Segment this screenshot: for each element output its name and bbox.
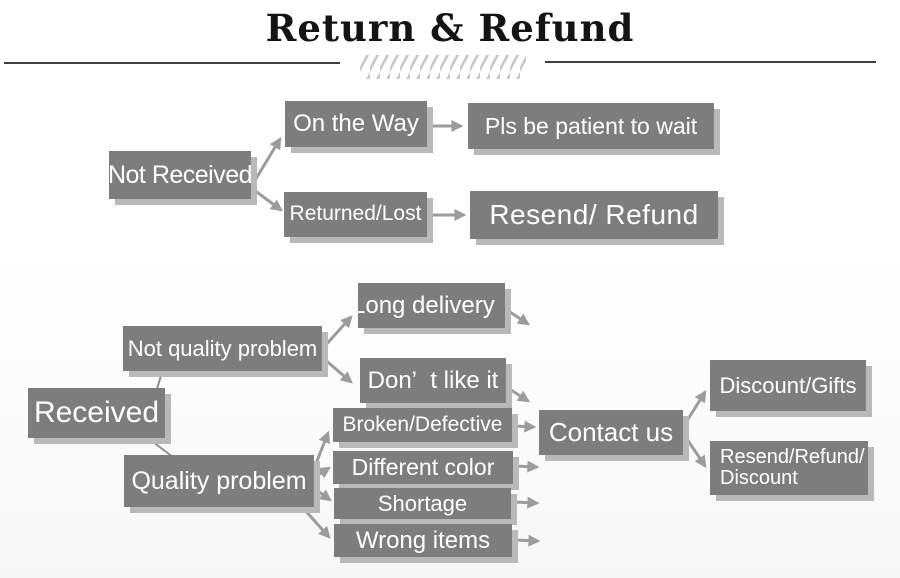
node-broken-defective: Broken/Defective (333, 408, 512, 442)
node-not-quality-problem: Not quality problem (123, 326, 322, 371)
arrow-quality-to-broken (313, 430, 331, 467)
arrow-broken-to-contact-us (513, 420, 537, 433)
node-dont-like-it: Don’ t like it (360, 358, 506, 403)
node-label: Wrong items (355, 526, 491, 554)
arrow-shortage-out (512, 496, 540, 509)
arrow-quality-to-shortage (314, 487, 332, 502)
arrow-different-color-out (514, 460, 540, 473)
node-returned-lost: Returned/Lost (284, 192, 427, 237)
node-label: Different color (351, 454, 495, 481)
line-received-to-not-quality-problem (156, 371, 163, 390)
node-discount-gifts: Discount/Gifts (710, 360, 866, 411)
node-label: Not Received (109, 160, 251, 189)
node-on-the-way: On the Way (285, 101, 427, 147)
hatch-decoration (360, 55, 526, 79)
arrow-wrong-items-out (513, 534, 541, 547)
arrow-contact-to-discount-gifts (683, 389, 707, 425)
node-label: Discount/Gifts (719, 372, 857, 398)
node-wrong-items: Wrong items (334, 524, 512, 557)
node-resend-refund: Resend/ Refund (470, 191, 718, 239)
arrow-long-delivery-out (506, 308, 530, 326)
node-label: Long delivery (358, 291, 495, 319)
node-different-color: Different color (333, 451, 513, 484)
arrow-dont-like-to-contact-us (507, 386, 531, 403)
node-label: Pls be patient to wait (484, 112, 698, 139)
arrow-not-quality-to-dont-like (322, 356, 353, 384)
node-received: Received (28, 388, 165, 438)
node-label: Don’ t like it (367, 366, 499, 394)
node-label: Returned/Lost (289, 202, 422, 226)
node-contact-us: Contact us (539, 410, 683, 455)
arrow-contact-to-resend-discount (683, 435, 707, 468)
page-title: Return & Refund (265, 6, 635, 50)
node-label: Not quality problem (127, 335, 318, 361)
node-not-received: Not Received (109, 151, 251, 199)
node-pls-be-patient: Pls be patient to wait (468, 103, 714, 149)
node-label: Broken/Defective (342, 412, 503, 436)
node-label: Quality problem (131, 466, 307, 495)
arrow-not-received-to-on-the-way (252, 136, 282, 183)
title-rule-right (545, 61, 876, 63)
arrow-quality-to-different-color (314, 466, 332, 479)
node-long-delivery: Long delivery (358, 283, 505, 328)
node-label: Contact us (548, 416, 674, 447)
title-rule-left (4, 62, 340, 64)
node-resend-refund-discount: Resend/Refund/ Discount (710, 441, 868, 495)
node-label: On the Way (293, 110, 419, 138)
node-label: Resend/Refund/ Discount (720, 446, 865, 489)
arrow-not-received-to-returned-lost (253, 188, 283, 212)
node-label: Resend/ Refund (489, 199, 699, 231)
arrow-not-quality-to-long-delivery (321, 315, 353, 350)
node-label: Received (33, 396, 160, 430)
node-quality-problem: Quality problem (124, 455, 314, 507)
arrow-quality-to-wrong-items (301, 506, 331, 539)
node-shortage: Shortage (334, 488, 511, 519)
node-label: Shortage (377, 490, 468, 516)
line-received-to-quality-problem (148, 438, 174, 458)
